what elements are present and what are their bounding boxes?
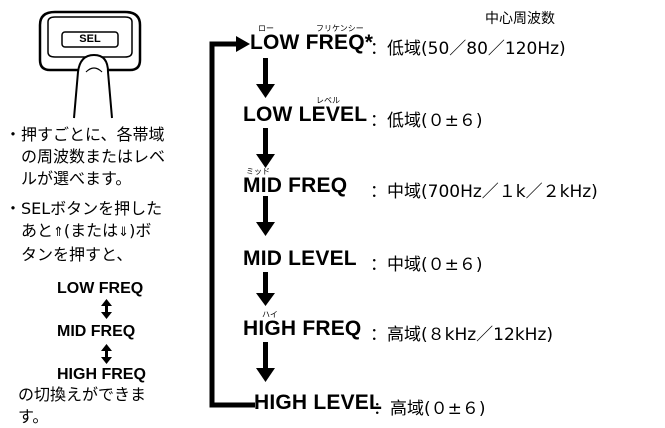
- row-desc-low-freq: ：低域(50／80／120Hz): [370, 39, 566, 59]
- down-button-icon: ⇓: [118, 225, 130, 240]
- note-2-line-3: タンを押すと、: [5, 245, 133, 264]
- flow-arrow-2: [101, 344, 112, 364]
- sel-button[interactable]: SEL: [79, 33, 101, 45]
- up-button-icon: ⇑: [53, 225, 64, 240]
- row-label-mid-level: MID LEVEL: [243, 247, 357, 270]
- note-1-line-3: ルが選べます。: [5, 169, 132, 188]
- row-label-high-freq: HIGH FREQ: [243, 317, 362, 340]
- row-label-low-level: LOW LEVEL: [243, 103, 368, 126]
- row-desc-low-level: ：低域(０±６): [370, 111, 483, 131]
- down-arrow-2: [256, 128, 275, 168]
- down-arrow-4: [256, 272, 275, 306]
- note-2-line-1: ・SELボタンを押した: [5, 199, 163, 218]
- note-tail-line-1: の切換えができま: [18, 385, 147, 404]
- note-2-bo: )ボ: [129, 221, 152, 240]
- note-2-or: (または: [63, 221, 119, 240]
- note-2-after: あと: [5, 221, 54, 240]
- ruby-frequency: フリケンシー: [316, 24, 364, 33]
- note-2: ・SELボタンを押した あと⇑(または⇓)ボ タンを押すと、: [5, 198, 162, 266]
- ruby-mid: ミッド: [246, 167, 270, 176]
- down-arrow-1: [256, 58, 275, 98]
- flow-arrow-1: [101, 299, 112, 319]
- note-2-line-2: あと⇑(または⇓)ボ: [5, 220, 162, 244]
- down-arrow-5: [256, 342, 275, 382]
- flow-mid-freq: MID FREQ: [57, 323, 136, 340]
- row-label-mid-freq: MID FREQ: [243, 174, 348, 197]
- note-1-line-2: の周波数またはレベ: [5, 147, 166, 166]
- row-label-low-freq: LOW FREQ*: [250, 31, 374, 54]
- note-1: ・押すごとに、各帯域 の周波数またはレベ ルが選べます。: [5, 124, 165, 190]
- row-desc-mid-level: ：中域(０±６): [370, 255, 483, 275]
- note-tail: の切換えができま す。: [18, 384, 146, 428]
- row-label-high-level: HIGH LEVEL: [254, 391, 383, 414]
- flow-high-freq: HIGH FREQ: [57, 366, 146, 383]
- row-desc-high-level: ：高域(０±６): [373, 399, 486, 419]
- note-tail-line-2: す。: [18, 407, 49, 426]
- note-1-line-1: ・押すごとに、各帯域: [5, 125, 165, 144]
- down-arrow-3: [256, 196, 275, 236]
- ruby-level-1: レベル: [316, 96, 340, 105]
- flow-low-freq: LOW FREQ: [57, 280, 144, 297]
- loop-arrowhead: [236, 36, 250, 52]
- row-desc-high-freq: ：高域(８kHz／12kHz): [370, 325, 553, 345]
- return-loop-line: [209, 41, 255, 408]
- row-desc-mid-freq: ：中域(700Hz／１k／２kHz): [370, 182, 598, 202]
- sel-button-illustration: [38, 10, 142, 119]
- ruby-low: ロー: [258, 24, 274, 33]
- ruby-high: ハイ: [262, 310, 278, 319]
- center-freq-header: 中心周波数: [485, 11, 555, 27]
